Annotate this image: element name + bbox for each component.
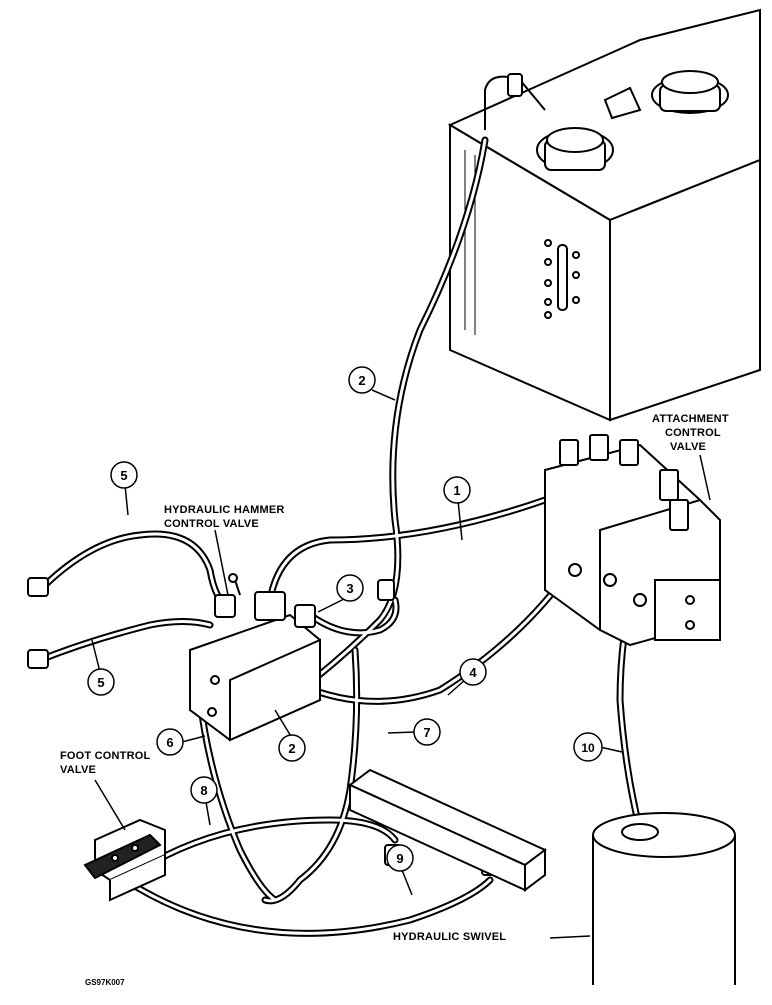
hydraulic-tank [447,8,761,422]
callout-2-tank: 2 [348,366,376,394]
svg-text:6: 6 [166,735,173,750]
svg-text:2: 2 [358,373,365,388]
callout-6: 6 [156,728,184,756]
callout-1: 1 [443,476,471,504]
foot-control-valve [83,818,166,902]
callout-9: 9 [386,844,414,872]
mounting-bar [348,768,547,892]
svg-text:8: 8 [200,783,207,798]
svg-text:CONTROL VALVE: CONTROL VALVE [164,518,259,530]
callout-8: 8 [190,776,218,804]
callouts: 2 5 1 3 5 4 2 6 [87,366,623,896]
attachment-control-valve [544,434,721,647]
svg-text:VALVE: VALVE [670,441,706,453]
svg-text:HYDRAULIC SWIVEL: HYDRAULIC SWIVEL [393,931,506,943]
svg-text:4: 4 [469,665,477,680]
svg-text:ATTACHMENT: ATTACHMENT [652,413,729,425]
svg-text:5: 5 [120,468,127,483]
svg-text:3: 3 [346,581,353,596]
svg-text:HYDRAULIC HAMMER: HYDRAULIC HAMMER [164,504,285,516]
svg-text:1: 1 [453,483,460,498]
svg-text:10: 10 [581,741,595,755]
figure-code: GS97K007 [85,978,125,987]
callout-5-top: 5 [110,461,138,489]
hydraulic-swivel [592,812,736,985]
svg-text:5: 5 [97,675,104,690]
svg-text:7: 7 [423,725,430,740]
attachment-valve-label: ATTACHMENT CONTROL VALVE [652,413,729,501]
svg-text:CONTROL: CONTROL [665,427,721,439]
svg-text:VALVE: VALVE [60,764,96,776]
swivel-label: HYDRAULIC SWIVEL [393,931,591,943]
callout-10: 10 [573,732,603,762]
callout-4: 4 [459,658,487,686]
hammer-valve-label: HYDRAULIC HAMMER CONTROL VALVE [164,504,285,596]
svg-text:2: 2 [288,741,295,756]
foot-valve-label: FOOT CONTROL VALVE [60,750,150,831]
callout-5-bottom: 5 [87,668,115,696]
callout-3: 3 [336,574,364,602]
callout-2-valve: 2 [278,734,306,762]
hammer-control-valve [189,573,321,742]
svg-text:9: 9 [396,851,403,866]
svg-text:FOOT CONTROL: FOOT CONTROL [60,750,150,762]
callout-7: 7 [413,718,441,746]
